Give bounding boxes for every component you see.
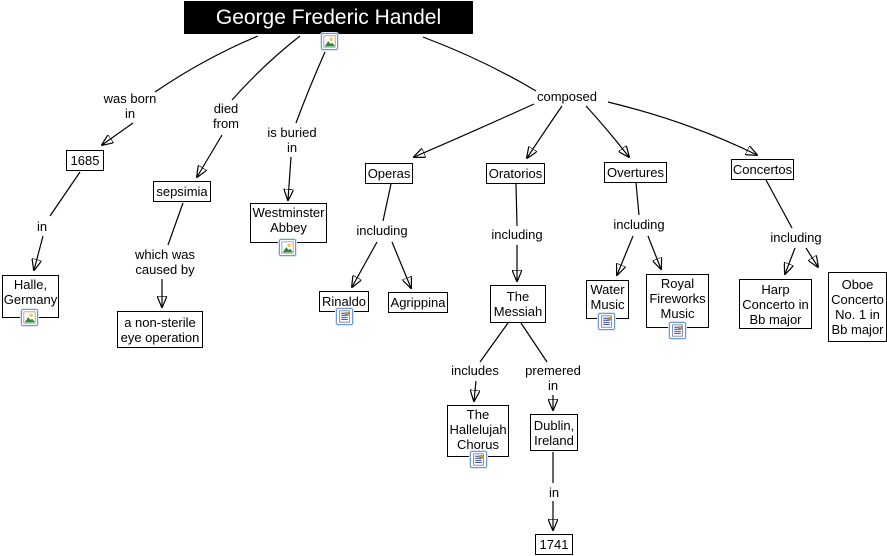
link-in-premiere[interactable]: in [548, 485, 560, 500]
edge-arrow [102, 122, 134, 145]
edge-line [479, 322, 509, 363]
node-overtures[interactable]: Overtures [604, 162, 667, 183]
node-royal-fireworks-music[interactable]: Royal Fireworks Music [646, 274, 709, 328]
edge-line [167, 202, 184, 246]
node-oboe-concerto[interactable]: Oboe Concerto No. 1 in Bb major [828, 272, 887, 342]
picture-icon[interactable] [321, 33, 338, 50]
edge-line [520, 322, 548, 363]
link-in-birth[interactable]: in [36, 219, 48, 234]
edge-arrow [352, 241, 378, 287]
edge-arrow [607, 101, 757, 155]
node-oratorios[interactable]: Oratorios [486, 163, 545, 184]
edge-arrow [34, 235, 44, 270]
node-agrippina[interactable]: Agrippina [388, 292, 448, 313]
node-title[interactable]: George Frederic Handel [184, 1, 473, 34]
edge-line [49, 171, 81, 217]
node-concertos[interactable]: Concertos [731, 159, 794, 180]
node-halle-germany[interactable]: Halle, Germany [2, 275, 59, 318]
picture-icon[interactable] [21, 309, 38, 326]
edge-arrow [197, 134, 223, 177]
link-which-was-caused-by[interactable]: which was caused by [135, 247, 195, 277]
node-1741[interactable]: 1741 [535, 534, 573, 555]
edge-arrow [585, 105, 629, 157]
node-water-music[interactable]: Water Music [586, 280, 629, 319]
edge-line [382, 183, 392, 222]
link-including-concertos[interactable]: including [770, 230, 822, 245]
edge-arrow [805, 247, 818, 267]
node-the-messiah[interactable]: The Messiah [490, 285, 546, 323]
edge-line [422, 36, 537, 92]
picture-icon-glyph [323, 35, 336, 48]
article-icon[interactable] [669, 322, 686, 339]
node-sepsimia[interactable]: sepsimia [153, 181, 211, 202]
edge-arrow [785, 247, 796, 274]
edge-arrow [288, 156, 291, 200]
link-including-oratorios[interactable]: including [491, 227, 543, 242]
node-westminster-abbey[interactable]: Westminster Abbey [250, 203, 327, 243]
link-composed[interactable]: composed [537, 89, 597, 104]
link-died-from[interactable]: died from [213, 101, 239, 131]
edge-arrow [391, 241, 411, 288]
link-including-operas[interactable]: including [356, 223, 408, 238]
article-icon-glyph [601, 315, 612, 328]
edge-arrow [617, 235, 634, 275]
edge-arrow [647, 235, 661, 269]
edge-line [231, 35, 301, 101]
edge-line [295, 51, 326, 124]
edge-line [635, 182, 640, 216]
edge-arrow [527, 105, 563, 158]
node-1685[interactable]: 1685 [66, 150, 104, 171]
link-including-overtures[interactable]: including [613, 217, 665, 232]
node-rinaldo[interactable]: Rinaldo [319, 291, 369, 312]
edge-arrow [474, 380, 476, 401]
picture-icon-glyph [23, 311, 36, 324]
node-operas[interactable]: Operas [365, 163, 413, 184]
node-harp-concerto[interactable]: Harp Concerto in Bb major [739, 279, 812, 329]
article-icon[interactable] [470, 451, 487, 468]
link-premered-in[interactable]: premered in [525, 363, 581, 393]
picture-icon[interactable] [279, 239, 296, 256]
edge-line [765, 179, 793, 229]
node-eye-operation[interactable]: a non-sterile eye operation [117, 311, 203, 348]
node-dublin-ireland[interactable]: Dublin, Ireland [530, 414, 578, 451]
edge-line [154, 35, 259, 93]
edge-line [515, 183, 518, 227]
edge-arrow [414, 103, 535, 157]
article-icon[interactable] [598, 313, 615, 330]
article-icon[interactable] [336, 308, 353, 325]
article-icon-glyph [672, 324, 683, 337]
link-is-buried-in[interactable]: is buried in [267, 125, 317, 155]
node-hallelujah-chorus[interactable]: The Hallelujah Chorus [447, 405, 509, 457]
article-icon-glyph [473, 453, 484, 466]
link-was-born-in[interactable]: was born in [103, 91, 157, 121]
picture-icon-glyph [281, 241, 294, 254]
link-includes[interactable]: includes [451, 363, 499, 378]
article-icon-glyph [339, 310, 350, 323]
